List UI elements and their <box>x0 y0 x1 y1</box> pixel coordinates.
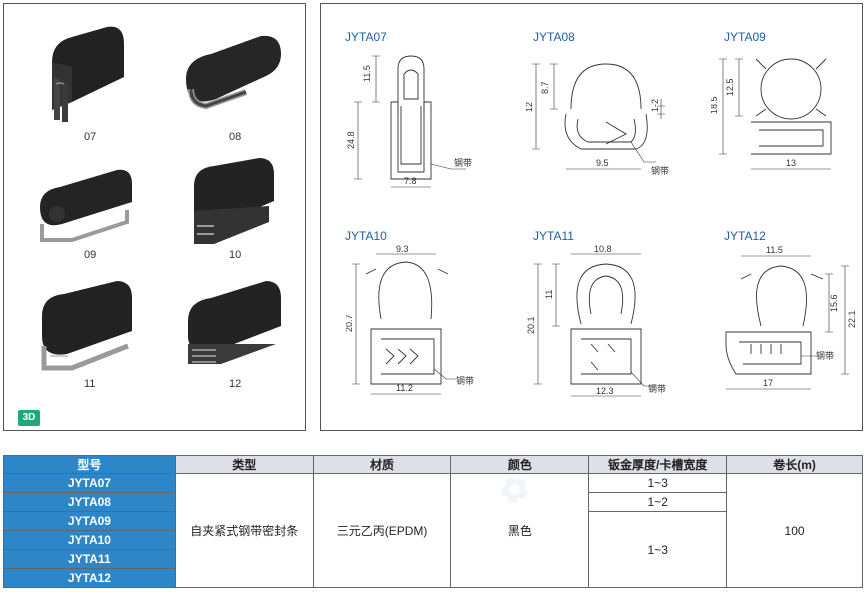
drawing-title: JYTA09 <box>724 30 766 44</box>
drawing-jyta09: 12.5 18.5 13 <box>711 58 832 170</box>
material-cell: 三元乙丙(EPDM) <box>312 473 452 588</box>
dimension-label: 11.5 <box>766 245 783 255</box>
dimension-label: 11.5 <box>362 65 372 82</box>
dimension-label: 9.5 <box>596 158 609 168</box>
3d-badge: 3D <box>18 410 40 426</box>
product-image-11 <box>32 276 142 376</box>
table-row: JYTA08 1~2 <box>3 492 863 512</box>
drawing-jyta11: 10.8 11 20.1 12.3 钢带 <box>526 244 666 397</box>
drawing-title: JYTA12 <box>724 229 766 243</box>
model-cell: JYTA10 <box>3 530 176 550</box>
drawing-title: JYTA10 <box>345 229 387 243</box>
drawing-jyta08: 8.7 12 1-2 9.5 钢带 <box>526 63 669 176</box>
table-row: JYTA07 自夹紧式钢带密封条 三元乙丙(EPDM) 黑色 1~3 100 <box>3 473 863 588</box>
dimension-label: 1-2 <box>650 99 660 112</box>
drawing-jyta07: 11.5 24.8 7.8 钢带 <box>346 55 472 188</box>
drawing-jyta12: 11.5 15.6 22.1 17 钢带 <box>725 245 857 390</box>
header-color: 颜色 <box>450 455 590 474</box>
length-cell: 100 <box>726 473 863 588</box>
dimension-label: 12.3 <box>596 386 614 396</box>
color-cell: 黑色 <box>450 473 590 588</box>
drawings-panel: JYTA07 11.5 24.8 7.8 钢带 JYTA08 8.7 12 1-… <box>320 3 863 431</box>
drawing-title: JYTA11 <box>533 229 574 243</box>
table-row: JYTA12 <box>3 568 863 588</box>
product-image-08 <box>176 24 286 119</box>
dimension-label: 24.8 <box>346 131 356 149</box>
type-cell: 自夹紧式钢带密封条 <box>174 473 314 588</box>
header-thickness: 钣金厚度/卡槽宽度 <box>588 455 728 474</box>
table-row: JYTA11 <box>3 549 863 569</box>
model-cell: JYTA11 <box>3 549 176 569</box>
product-label: 08 <box>229 131 242 143</box>
note-label: 钢带 <box>816 350 834 361</box>
dimension-label: 11.2 <box>396 383 413 393</box>
table-row: JYTA10 <box>3 530 863 550</box>
note-label: 钢带 <box>651 165 669 176</box>
note-label: 钢带 <box>648 383 666 394</box>
dimension-label: 12 <box>526 102 534 112</box>
dimension-label: 7.8 <box>404 176 417 186</box>
spec-table: 型号 类型 材质 颜色 钣金厚度/卡槽宽度 卷长(m) JYTA07 自夹紧式钢… <box>3 455 863 588</box>
thickness-cell: 1~2 <box>588 492 728 512</box>
product-label: 10 <box>229 249 242 261</box>
dimension-label: 10.8 <box>594 244 612 254</box>
header-material: 材质 <box>312 455 452 474</box>
dimension-label: 20.7 <box>346 314 354 332</box>
drawing-jyta10: 9.3 20.7 11.2 钢带 <box>346 244 474 395</box>
dimension-label: 18.5 <box>711 96 719 114</box>
drawing-title: JYTA07 <box>345 30 387 44</box>
product-label: 11 <box>84 378 96 390</box>
dimension-label: 8.7 <box>540 81 550 94</box>
header-model: 型号 <box>3 455 176 474</box>
model-cell: JYTA07 <box>3 473 176 493</box>
thickness-cell: 1~3 <box>588 511 728 588</box>
dimension-label: 15.6 <box>829 294 839 312</box>
product-label: 09 <box>84 249 97 261</box>
dimension-label: 12.5 <box>725 78 735 96</box>
note-label: 钢带 <box>454 157 472 168</box>
dimension-label: 13 <box>786 158 796 168</box>
model-cell: JYTA09 <box>3 511 176 531</box>
product-image-12 <box>176 276 291 376</box>
dimension-label: 9.3 <box>396 244 409 254</box>
product-label: 07 <box>84 131 97 143</box>
header-length: 卷长(m) <box>726 455 863 474</box>
thickness-cell: 1~3 <box>588 473 728 493</box>
product-image-10 <box>179 156 289 251</box>
dimension-label: 22.1 <box>847 310 857 328</box>
model-cell: JYTA12 <box>3 568 176 588</box>
note-label: 钢带 <box>456 375 474 386</box>
product-image-09 <box>32 162 142 247</box>
dimension-label: 17 <box>763 378 773 388</box>
header-type: 类型 <box>174 455 314 474</box>
dimension-label: 20.1 <box>526 316 536 334</box>
model-cell: JYTA08 <box>3 492 176 512</box>
product-3d-panel: 07 08 09 10 11 <box>3 3 306 431</box>
product-image-07 <box>32 22 142 132</box>
dimension-label: 11 <box>544 290 554 299</box>
product-label: 12 <box>229 378 242 390</box>
drawing-title: JYTA08 <box>533 30 575 44</box>
